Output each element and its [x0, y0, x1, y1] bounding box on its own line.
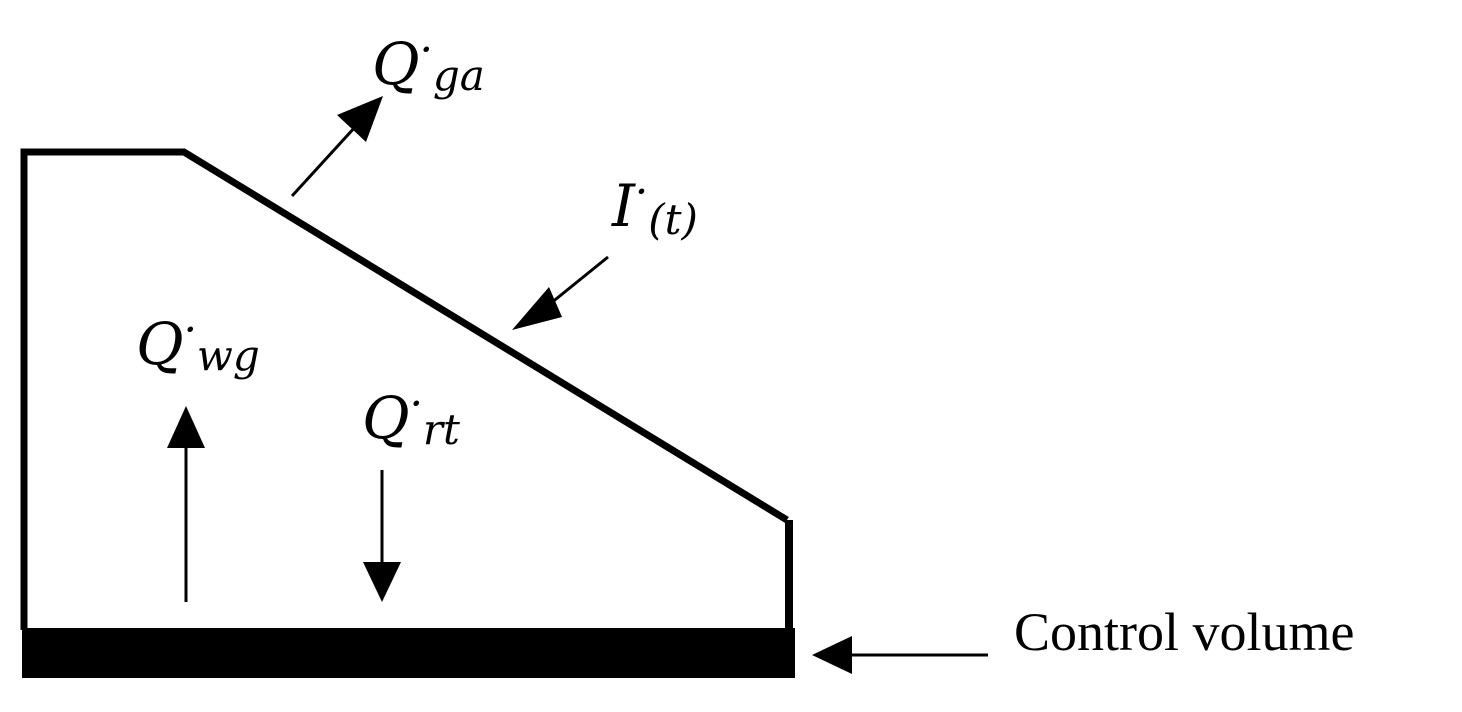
q-ga-label: Q·ga	[372, 25, 485, 100]
q-ga-main: Q	[372, 30, 420, 98]
q-wg-label: Q·wg	[136, 305, 260, 380]
q-rt-dot: ·	[410, 379, 423, 428]
i-t-dot: ·	[635, 167, 648, 216]
q-ga-arrow	[290, 96, 383, 198]
base-slab	[22, 628, 795, 678]
i-t-subscript: (t)	[648, 195, 698, 244]
i-t-arrow	[512, 255, 609, 330]
control-volume-label: Control volume	[1014, 602, 1354, 662]
q-rt-main: Q	[362, 384, 410, 452]
q-ga-subscript: ga	[433, 51, 485, 100]
q-wg-dot: ·	[184, 305, 197, 354]
q-rt-label: Q·rt	[362, 379, 460, 454]
q-ga-dot: ·	[420, 25, 433, 74]
q-wg-arrow	[167, 406, 205, 602]
control-volume-outline	[20, 148, 795, 678]
outline-left-top-slope	[20, 148, 789, 630]
i-t-label: I·(t)	[611, 167, 698, 244]
q-wg-subscript: wg	[197, 331, 260, 380]
i-t-main: I	[611, 172, 636, 240]
q-rt-arrow	[363, 470, 401, 602]
q-wg-main: Q	[136, 310, 184, 378]
control-volume-pointer-arrow	[812, 636, 988, 674]
q-rt-subscript: rt	[423, 405, 460, 454]
